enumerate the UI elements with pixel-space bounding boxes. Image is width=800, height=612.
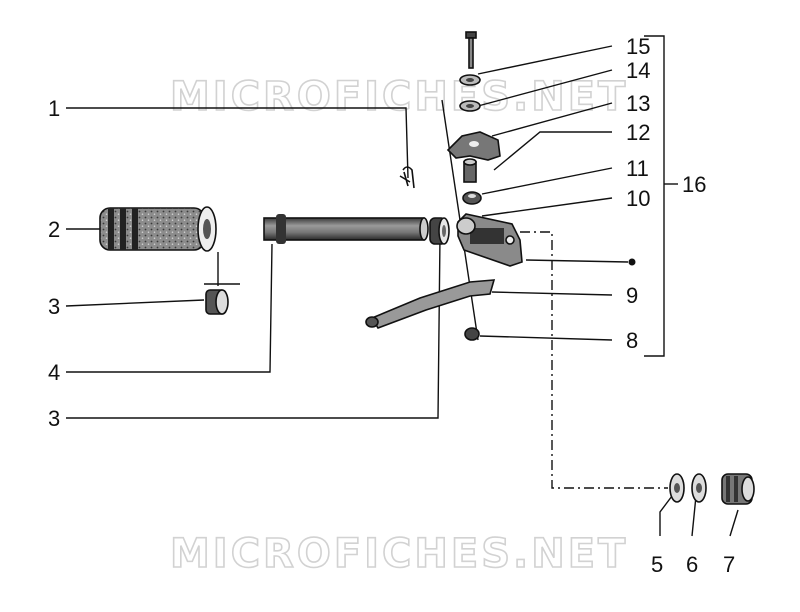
washer-part-5 — [669, 473, 685, 503]
leader-8 — [479, 335, 613, 341]
callout-15: 15 — [626, 34, 650, 59]
bracket-16 — [644, 35, 665, 357]
dash-dot-axis — [520, 231, 668, 489]
bush-part-b — [429, 217, 450, 245]
split-pin-part — [399, 166, 415, 189]
callout-3-tube-bush: 3 — [48, 406, 60, 431]
leader-11 — [481, 167, 613, 195]
leader-9 — [491, 291, 613, 296]
lever-bracket-part — [456, 213, 523, 267]
leader-13 — [491, 102, 613, 137]
callout-labels: 1 2 3 4 3 15 14 13 12 11 10 16 9 8 5 6 7 — [48, 34, 735, 577]
callout-8: 8 — [626, 328, 638, 353]
leader-12 — [493, 131, 612, 171]
spacer-sleeve-part — [463, 158, 477, 183]
callout-11: 11 — [626, 156, 649, 181]
callout-1: 1 — [48, 96, 60, 121]
callout-4: 4 — [48, 360, 60, 385]
adjuster-fitting-part — [721, 473, 755, 505]
leader-3c — [66, 235, 441, 419]
callout-3-grip-bush: 3 — [48, 294, 60, 319]
callout-6: 6 — [686, 552, 698, 577]
leader-4 — [66, 243, 273, 373]
handlebar-tube-part — [263, 214, 429, 244]
handlebar-grip-part — [99, 206, 217, 252]
leader-14 — [477, 69, 613, 107]
callout-13: 13 — [626, 91, 650, 116]
washer-part — [459, 74, 481, 86]
leader-3a — [65, 299, 205, 307]
screw-part — [465, 31, 477, 69]
lower-nut-part — [464, 327, 480, 341]
clamp-plate-part — [446, 131, 501, 161]
callout-16: 16 — [682, 172, 706, 197]
callout-10: 10 — [626, 186, 650, 211]
leader-5 — [659, 495, 673, 536]
callout-12: 12 — [626, 120, 650, 145]
washer-part-b — [459, 100, 481, 112]
callout-9: 9 — [626, 283, 638, 308]
leader-1 — [66, 107, 409, 179]
reference-dot — [628, 258, 636, 266]
watermark-top: MICROFICHES.NET — [170, 74, 628, 120]
leader-lines — [65, 35, 739, 537]
bush-part-a — [205, 289, 229, 315]
brake-lever-part — [365, 279, 496, 329]
nut-part — [462, 191, 482, 205]
washer-part-6 — [691, 473, 707, 503]
leader-7 — [729, 509, 739, 537]
callout-2: 2 — [48, 217, 60, 242]
watermark-bottom: MICROFICHES.NET — [170, 531, 628, 577]
leader-10 — [481, 197, 613, 217]
callout-5: 5 — [651, 552, 663, 577]
callout-7: 7 — [723, 552, 735, 577]
leader-dot — [525, 259, 629, 263]
callout-14: 14 — [626, 58, 650, 83]
leader-15 — [477, 45, 613, 75]
leader-6 — [691, 495, 697, 537]
